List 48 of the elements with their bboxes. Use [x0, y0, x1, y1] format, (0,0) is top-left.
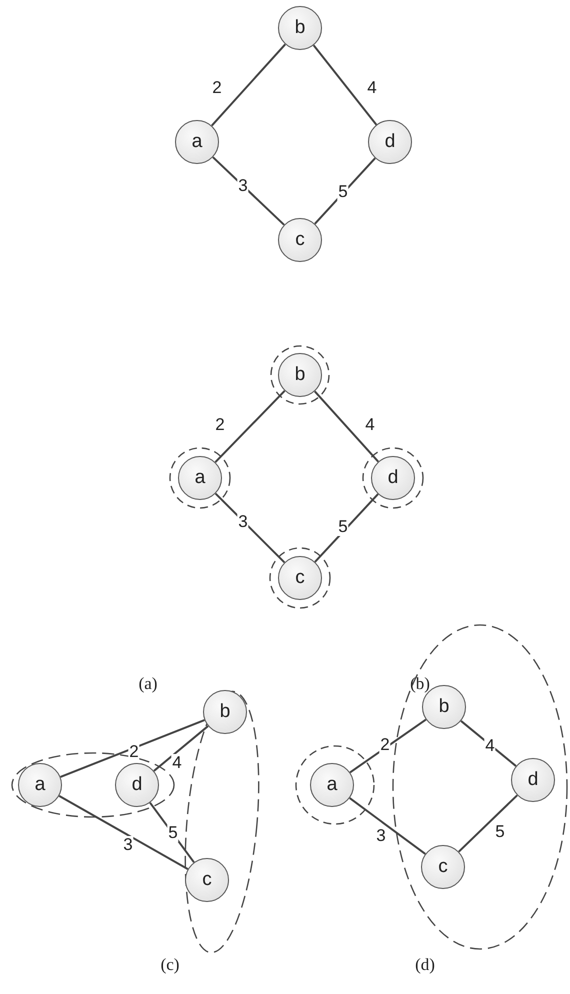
- edge-line: [153, 725, 209, 772]
- edge-label: 5: [337, 518, 349, 536]
- edge-line: [460, 720, 517, 767]
- edge-line: [314, 493, 379, 563]
- dashed-circle: [269, 547, 331, 609]
- vertex-circle: d: [115, 763, 159, 807]
- edge-line: [211, 44, 286, 126]
- subfigure-caption: (a): [138, 674, 158, 694]
- edge-line: [214, 492, 286, 564]
- edge-line: [458, 794, 518, 852]
- dashed-circle: [169, 447, 231, 509]
- vertex-circle: d: [371, 456, 415, 500]
- vertex-circle: b: [203, 690, 247, 734]
- edge-line: [349, 718, 427, 774]
- edge-line: [314, 158, 376, 224]
- edge-line: [58, 795, 188, 870]
- vertex-circle: c: [278, 218, 322, 262]
- dashed-ellipse: [392, 624, 568, 950]
- vertex-circle: c: [421, 845, 465, 889]
- subfigure-caption: (d): [415, 955, 435, 975]
- edge-label: 2: [379, 736, 391, 754]
- edge-label: 5: [167, 824, 179, 842]
- dashed-circle: [295, 745, 375, 825]
- vertex-circle: a: [18, 763, 62, 807]
- vertex-circle: d: [368, 120, 412, 164]
- vertex-circle: a: [310, 763, 354, 807]
- vertex-circle: c: [278, 556, 322, 600]
- edge-label: 5: [337, 183, 349, 201]
- subfigure-caption: (c): [160, 955, 180, 975]
- edge-label: 2: [128, 743, 140, 761]
- vertex-circle: a: [175, 120, 219, 164]
- edge-line: [212, 156, 285, 226]
- edge-line: [349, 797, 426, 855]
- vertex-circle: d: [511, 758, 555, 802]
- edge-line: [214, 390, 286, 463]
- vertex-circle: c: [185, 858, 229, 902]
- vertex-circle: b: [278, 6, 322, 50]
- edge-label: 3: [237, 177, 249, 195]
- edge-line: [312, 44, 378, 126]
- edge-line: [60, 719, 205, 778]
- dashed-circle: [362, 447, 424, 509]
- dashed-ellipse: [186, 690, 258, 954]
- edge-label: 3: [237, 513, 249, 531]
- vertex-circle: a: [178, 456, 222, 500]
- edge-line: [314, 390, 379, 462]
- edge-line: [149, 802, 195, 863]
- vertex-circle: b: [278, 353, 322, 397]
- dashed-circle: [270, 345, 330, 405]
